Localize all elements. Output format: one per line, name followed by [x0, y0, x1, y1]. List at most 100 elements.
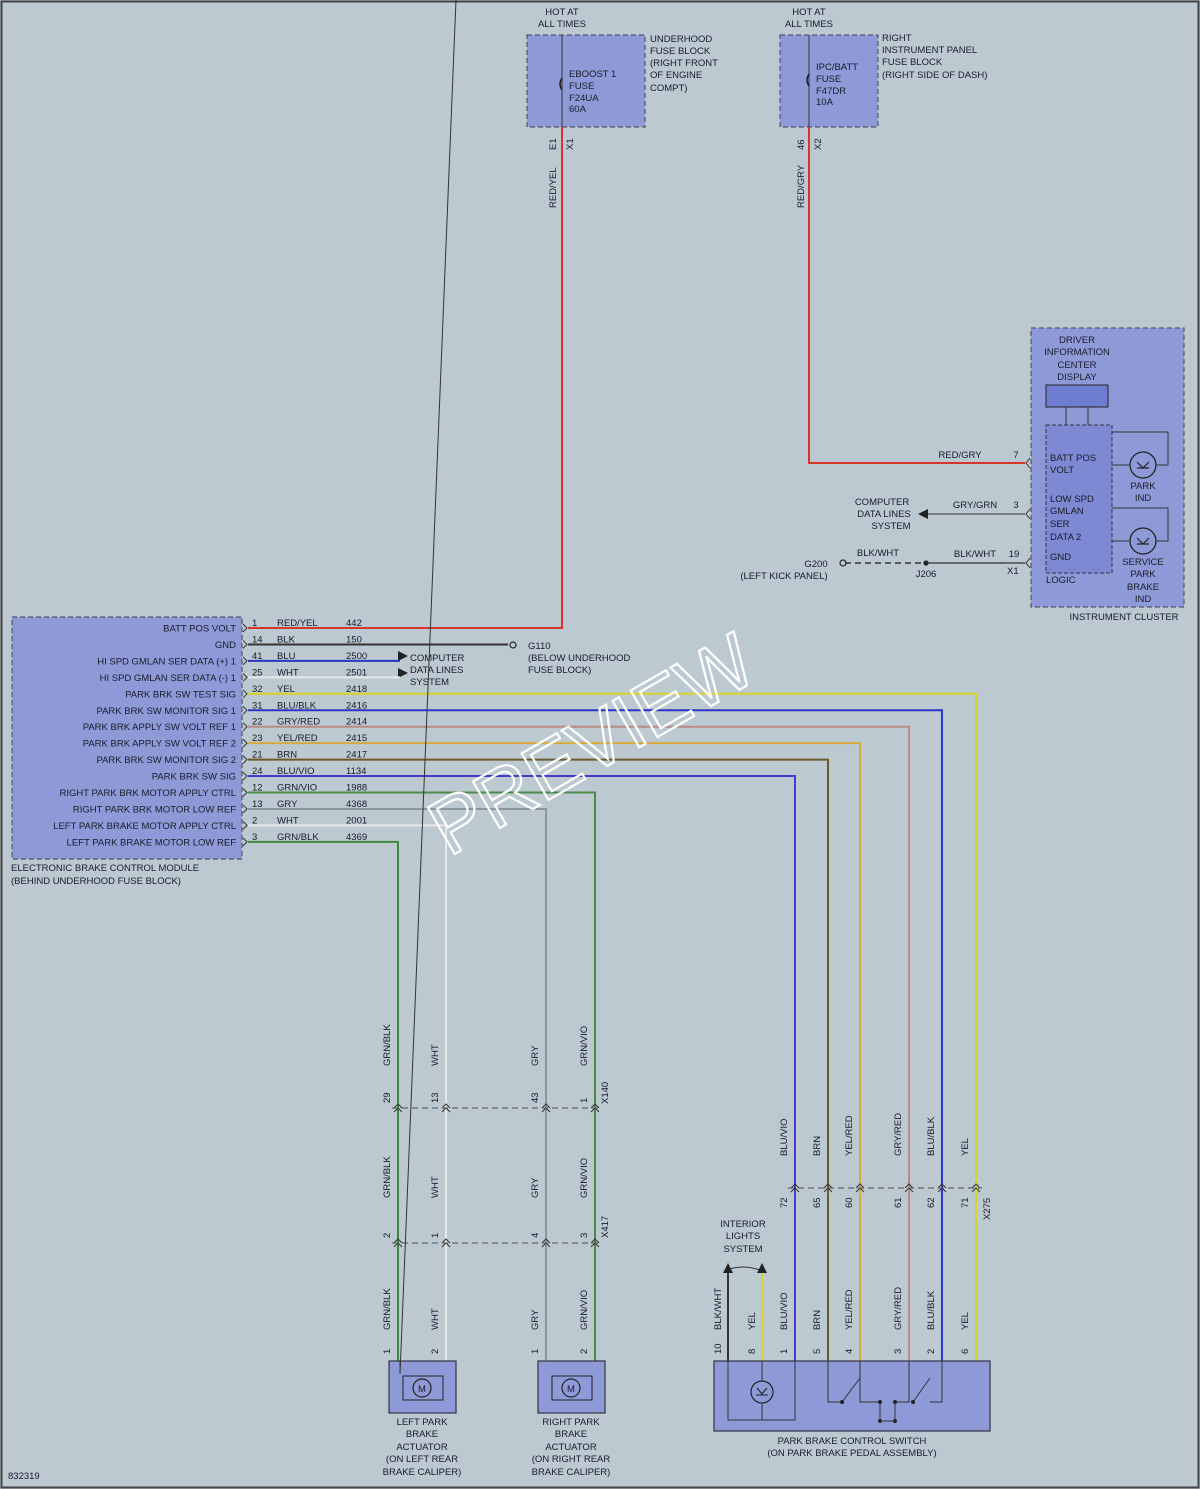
- svg-text:GND: GND: [1050, 552, 1071, 563]
- wire-color-label: GRN/VIO: [277, 783, 317, 794]
- wire-blu-vio: [248, 775, 796, 1361]
- wire-color-label: WHT: [277, 815, 299, 826]
- wire-label-red-gry: RED/GRY: [796, 164, 807, 208]
- connector-tick: [242, 640, 248, 649]
- wire-label: YEL/RED: [844, 1289, 855, 1330]
- svg-text:IND: IND: [1135, 594, 1152, 605]
- svg-text:LOGIC: LOGIC: [1046, 575, 1076, 586]
- wire-label: GRN/BLK: [382, 1156, 393, 1198]
- pin-number: 21: [252, 750, 263, 761]
- ebcm-pin-label: PARK BRK SW MONITOR SIG 2: [96, 755, 236, 766]
- svg-text:INTERIOR: INTERIOR: [720, 1219, 766, 1230]
- connector-tick: [242, 738, 248, 748]
- wire-label: YEL/RED: [844, 1115, 855, 1156]
- svg-text:X1: X1: [565, 138, 576, 150]
- svg-text:ACTUATOR: ACTUATOR: [545, 1442, 597, 1453]
- svg-text:GMLAN: GMLAN: [1050, 506, 1084, 517]
- svg-text:FUSE BLOCK: FUSE BLOCK: [882, 57, 943, 68]
- wire-color-label: BLU/BLK: [277, 700, 317, 711]
- svg-text:BLK/WHT: BLK/WHT: [857, 548, 899, 559]
- connector-tick: [242, 689, 248, 699]
- svg-text:G110: G110: [528, 641, 551, 652]
- svg-text:COMPUTER: COMPUTER: [410, 653, 465, 664]
- wire-gry-red: [248, 725, 910, 1361]
- ebcm-pin-label: RIGHT PARK BRK MOTOR APPLY CTRL: [60, 788, 237, 799]
- svg-text:OF ENGINE: OF ENGINE: [650, 70, 702, 81]
- svg-text:(ON RIGHT REAR: (ON RIGHT REAR: [532, 1454, 611, 1465]
- ground-icon: [839, 559, 847, 567]
- ebcm-pin-label: LEFT PARK BRAKE MOTOR LOW REF: [67, 837, 237, 848]
- svg-text:(LEFT KICK PANEL): (LEFT KICK PANEL): [740, 571, 827, 582]
- svg-text:BATT POS: BATT POS: [1050, 453, 1096, 464]
- svg-text:(RIGHT SIDE OF DASH): (RIGHT SIDE OF DASH): [882, 70, 987, 81]
- svg-text:FUSE: FUSE: [569, 81, 594, 92]
- svg-text:RED/GRY: RED/GRY: [938, 450, 982, 461]
- wire-yel: [248, 692, 977, 1361]
- switch-caption: PARK BRAKE CONTROL SWITCH: [778, 1436, 927, 1447]
- svg-text:M: M: [567, 1384, 575, 1395]
- ebcm-pin-label: PARK BRK APPLY SW VOLT REF 2: [83, 739, 236, 750]
- connector-x140: X140: [600, 1082, 611, 1104]
- wire-label: YEL: [960, 1138, 971, 1156]
- pin-number: 3: [579, 1233, 590, 1238]
- svg-text:DISPLAY: DISPLAY: [1057, 372, 1097, 383]
- arrow-icon: [757, 1263, 767, 1273]
- svg-text:ACTUATOR: ACTUATOR: [396, 1442, 448, 1453]
- circuit-number: 2417: [346, 750, 367, 761]
- wire-label: GRN/BLK: [382, 1288, 393, 1330]
- ebcm-pin-label: BATT POS VOLT: [163, 624, 236, 635]
- wire-label: GRY/RED: [893, 1287, 904, 1330]
- svg-text:LEFT PARK: LEFT PARK: [397, 1417, 449, 1428]
- pin-number: 14: [252, 634, 263, 645]
- arrow-icon: [723, 1263, 733, 1273]
- wire-label: GRN/VIO: [579, 1026, 590, 1066]
- pin-number: 8: [747, 1349, 758, 1354]
- connector-x275: X275: [982, 1198, 993, 1220]
- svg-text:CENTER: CENTER: [1057, 360, 1096, 371]
- motor-icon: [561, 1378, 581, 1398]
- svg-text:BRAKE: BRAKE: [555, 1429, 587, 1440]
- connector-x417: X417: [600, 1216, 611, 1238]
- wire-yel-red: [248, 742, 861, 1361]
- pin-number: 43: [530, 1092, 541, 1103]
- wire-label: BRN: [812, 1136, 823, 1156]
- wire-label: WHT: [430, 1044, 441, 1066]
- wire-label: GRY: [530, 1309, 541, 1330]
- wire-red-yel: [248, 127, 563, 629]
- svg-text:(ON PARK BRAKE PEDAL ASSEMBLY): (ON PARK BRAKE PEDAL ASSEMBLY): [767, 1448, 936, 1459]
- display-icon: [1045, 384, 1109, 408]
- circuit-number: 2416: [346, 700, 367, 711]
- svg-text:LOW SPD: LOW SPD: [1050, 494, 1094, 505]
- ebcm-pin-label: PARK BRK SW TEST SIG: [125, 689, 236, 700]
- pin-number: 1: [779, 1349, 790, 1354]
- pin-number: 2: [926, 1349, 937, 1354]
- pin-number: 22: [252, 717, 263, 728]
- circuit-number: 2415: [346, 733, 367, 744]
- wire-color-label: BLU/VIO: [277, 766, 315, 777]
- ip-fuse-block: HOT AT ALL TIMES IPC/BATT FUSE F47DR 10A…: [779, 7, 987, 208]
- dic-label: DRIVER: [1059, 335, 1095, 346]
- wire-label: GRY/RED: [893, 1113, 904, 1156]
- hot-at-label: HOT AT: [545, 7, 579, 18]
- pin-number: 5: [812, 1349, 823, 1354]
- svg-text:F47DR: F47DR: [816, 86, 846, 97]
- ebcm-pin-label: RIGHT PARK BRK MOTOR LOW REF: [73, 804, 236, 815]
- wire-label: GRY: [530, 1045, 541, 1066]
- wire-color-label: BRN: [277, 750, 297, 761]
- instrument-cluster-caption: INSTRUMENT CLUSTER: [1069, 612, 1178, 623]
- pin-number: 1: [579, 1098, 590, 1103]
- wire-label: BLU/BLK: [926, 1116, 937, 1156]
- pin-number: 2: [382, 1233, 393, 1238]
- ebcm-pin-label: PARK BRK SW SIG: [152, 772, 236, 783]
- wire-gry: [248, 807, 547, 1361]
- svg-text:DATA LINES: DATA LINES: [857, 509, 911, 520]
- svg-text:COMPUTER: COMPUTER: [855, 497, 910, 508]
- connector-tick: [242, 821, 248, 830]
- pin-number: 71: [960, 1197, 971, 1208]
- circuit-number: 2501: [346, 667, 367, 678]
- pin-number: 24: [252, 766, 263, 777]
- wire-wht: [248, 824, 447, 1361]
- pin-number: 2: [579, 1349, 590, 1354]
- svg-text:X2: X2: [813, 138, 824, 150]
